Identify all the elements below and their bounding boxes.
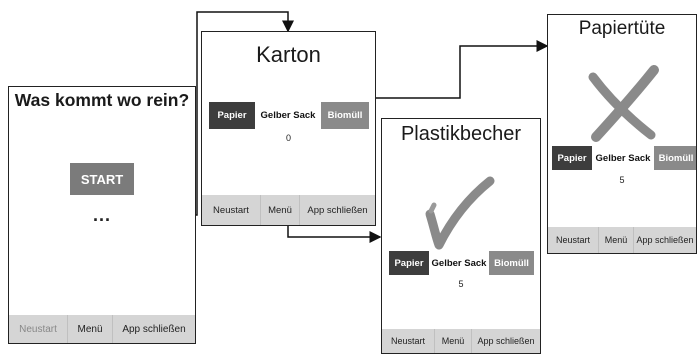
category-paper-button[interactable]: Papier <box>389 251 429 275</box>
menu-button[interactable]: Menü <box>261 195 300 225</box>
restart-button[interactable]: Neustart <box>202 195 261 225</box>
item-title: Karton <box>256 42 321 67</box>
category-paper-button[interactable]: Papier <box>552 146 592 170</box>
menu-button[interactable]: Menü <box>68 315 113 343</box>
loading-dots: ... <box>92 205 111 225</box>
close-app-button[interactable]: App schließen <box>636 235 694 245</box>
arrow-start-to-karton <box>195 11 294 216</box>
restart-button[interactable]: Neustart <box>548 227 599 253</box>
screen-karton: Karton Papier Gelber Sack Biomüll 0 Neus… <box>201 31 376 226</box>
page-title: Was kommt wo rein? <box>14 90 190 110</box>
arrow-karton-to-papiertuete <box>375 40 549 99</box>
restart-button[interactable]: Neustart <box>382 329 435 353</box>
category-buttons: Papier Gelber Sack Biomüll <box>209 102 369 129</box>
restart-button[interactable]: Neustart <box>9 315 68 343</box>
category-yellow-bag-button[interactable]: Gelber Sack <box>592 146 654 170</box>
score-value: 5 <box>458 279 464 289</box>
category-bio-button[interactable]: Biomüll <box>489 251 534 275</box>
category-buttons: Papier Gelber Sack Biomüll <box>389 251 534 275</box>
category-bio-button[interactable]: Biomüll <box>654 146 696 170</box>
cross-icon <box>588 65 659 142</box>
close-app-button[interactable]: App schließen <box>122 323 186 335</box>
start-button[interactable]: START <box>70 163 134 195</box>
category-bio-button[interactable]: Biomüll <box>321 102 369 129</box>
category-yellow-bag-button[interactable]: Gelber Sack <box>429 251 489 275</box>
arrow-karton-to-plastikbecher <box>287 225 382 243</box>
screen-plastikbecher: Plastikbecher Papier Gelber Sack Biomüll… <box>381 118 541 354</box>
category-yellow-bag-button[interactable]: Gelber Sack <box>255 102 321 129</box>
close-app-button[interactable]: App schließen <box>477 336 535 346</box>
bottom-nav: Neustart Menü App schließen <box>202 195 375 225</box>
checkmark-icon <box>425 176 495 250</box>
category-buttons: Papier Gelber Sack Biomüll <box>552 146 696 170</box>
menu-button[interactable]: Menü <box>435 329 472 353</box>
item-title: Papiertüte <box>578 18 666 39</box>
bottom-nav: Neustart Menü App schließen <box>548 227 696 253</box>
menu-button[interactable]: Menü <box>599 227 634 253</box>
item-title: Plastikbecher <box>400 123 522 145</box>
bottom-nav: Neustart Menü App schließen <box>9 315 195 343</box>
bottom-nav: Neustart Menü App schließen <box>382 329 540 353</box>
score-value: 5 <box>619 175 625 185</box>
category-paper-button[interactable]: Papier <box>209 102 255 129</box>
close-app-button[interactable]: App schließen <box>307 204 368 216</box>
screen-papiertuete: Papiertüte Papier Gelber Sack Biomüll 5 … <box>547 14 697 254</box>
score-value: 0 <box>285 133 291 143</box>
screen-start: Was kommt wo rein? START ... Neustart Me… <box>8 86 196 344</box>
